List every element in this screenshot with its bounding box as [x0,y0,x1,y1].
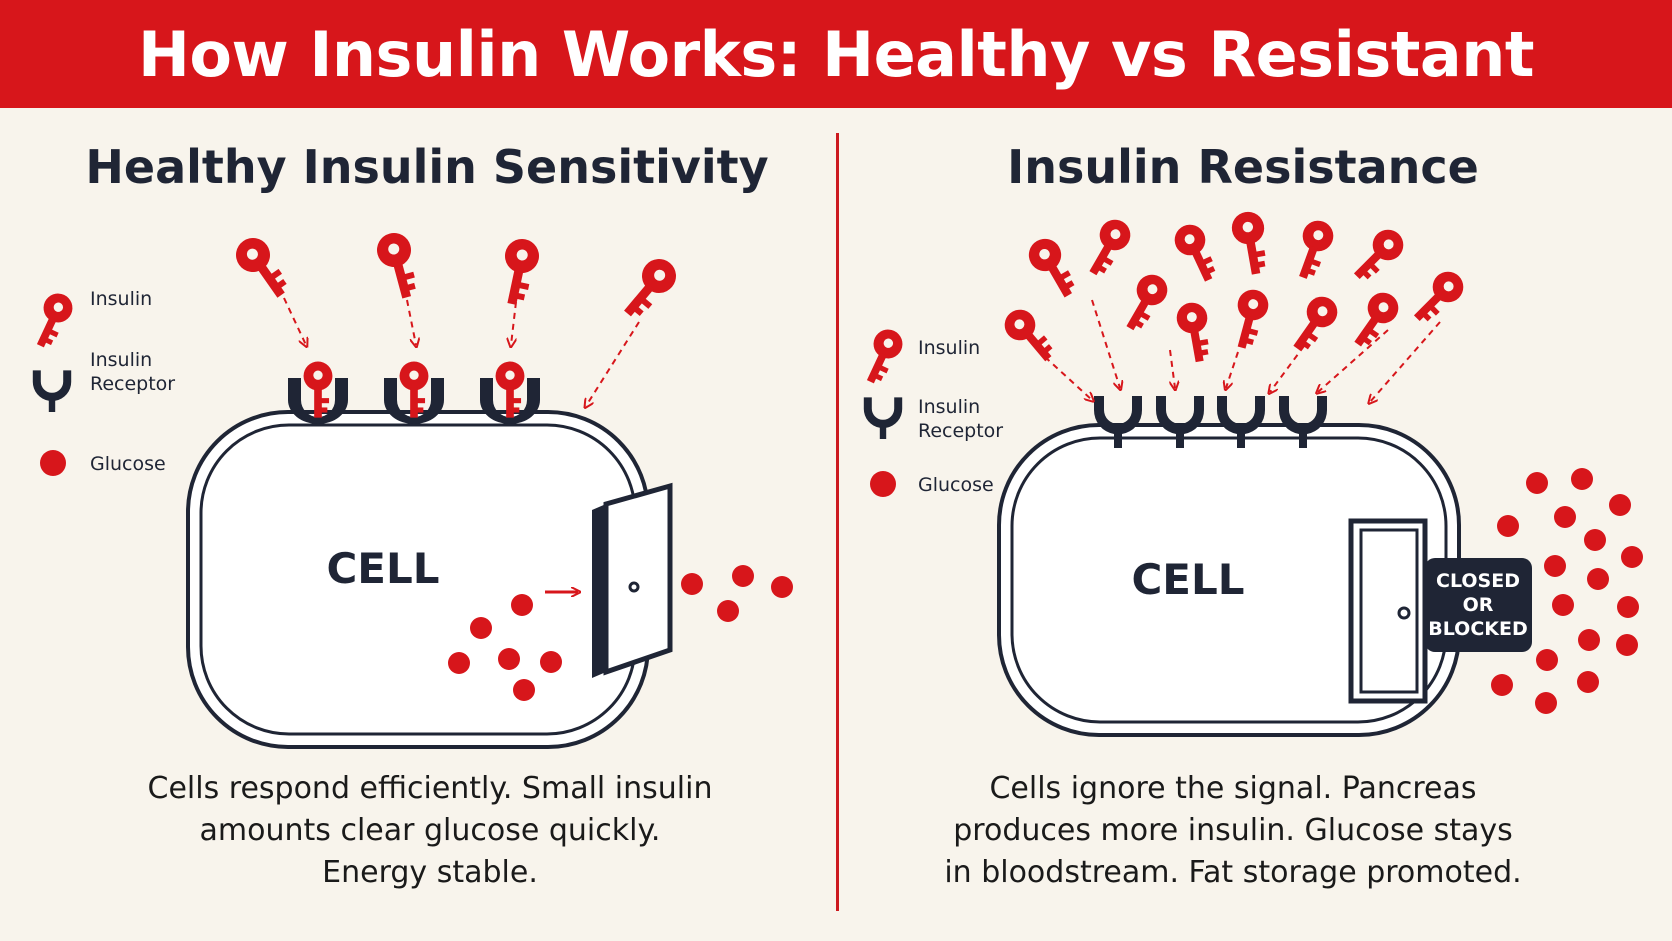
legend-receptor-line1-right: Insulin [918,396,981,418]
panel-divider [836,133,839,911]
legend-key-icon-right [857,324,908,388]
legend-receptor-icon [32,370,72,412]
resistant-caption: Cells ignore the signal. Pancreas produc… [893,768,1573,894]
legend-insulin-label: Insulin [90,288,153,310]
legend-glucose-label-right: Glucose [918,474,994,496]
insulin-arrows-left [283,297,640,406]
excess-insulin-keys [998,209,1470,369]
legend-receptor-label: Insulin Receptor [90,348,175,396]
legend-receptor-line2: Receptor [90,373,176,395]
glucose-dots-left [448,565,793,701]
healthy-panel-title: Healthy Insulin Sensitivity [85,140,769,194]
healthy-caption-line3: Energy stable. [322,855,538,890]
resistant-cell-label: CELL [1131,555,1244,604]
blocked-badge: CLOSED OR BLOCKED [1425,558,1532,652]
docked-key-icon-2 [399,361,429,418]
legend-receptor-line2-right: Receptor [918,420,1004,442]
title-banner: How Insulin Works: Healthy vs Resistant [0,0,1672,108]
insulin-key-icon-2 [373,229,424,302]
legend-receptor-label-right: Insulin Receptor [918,395,1003,443]
blocked-label-line2: OR [1463,594,1494,616]
insulin-key-icon-4 [614,252,683,325]
legend-receptor-icon-right [863,397,903,439]
legend-receptor-line1: Insulin [90,349,153,371]
docked-key-icon-3 [495,361,525,418]
legend-glucose-dot-icon [40,450,66,476]
resistant-caption-line2: produces more insulin. Glucose stays [953,813,1513,848]
legend-glucose-label: Glucose [90,453,166,475]
open-door-icon [592,482,673,678]
legend-glucose-dot-icon-right [870,471,896,497]
healthy-cell [186,410,650,749]
healthy-cell-label: CELL [326,544,439,593]
blocked-label-line3: BLOCKED [1428,618,1527,640]
legend-insulin-label-right: Insulin [918,337,981,359]
resistant-cell [997,423,1461,737]
healthy-caption-line2: amounts clear glucose quickly. [199,813,661,848]
glucose-dots-right [1491,468,1643,714]
healthy-caption-line1: Cells respond efficiently. Small insulin [147,771,713,806]
docked-key-icon-1 [303,361,333,418]
blocked-label-line1: CLOSED [1436,570,1520,592]
insulin-arrows-right [1044,299,1441,402]
page-title: How Insulin Works: Healthy vs Resistant [138,17,1535,91]
insulin-key-icon-1 [229,231,296,305]
healthy-caption: Cells respond efficiently. Small insulin… [90,768,770,894]
insulin-key-icon-3 [495,235,543,308]
resistant-caption-line3: in bloodstream. Fat storage promoted. [944,855,1522,890]
closed-door-icon [1348,518,1428,704]
legend-key-icon [27,288,78,352]
resistant-caption-line1: Cells ignore the signal. Pancreas [989,771,1477,806]
resistant-panel-title: Insulin Resistance [1007,140,1479,194]
